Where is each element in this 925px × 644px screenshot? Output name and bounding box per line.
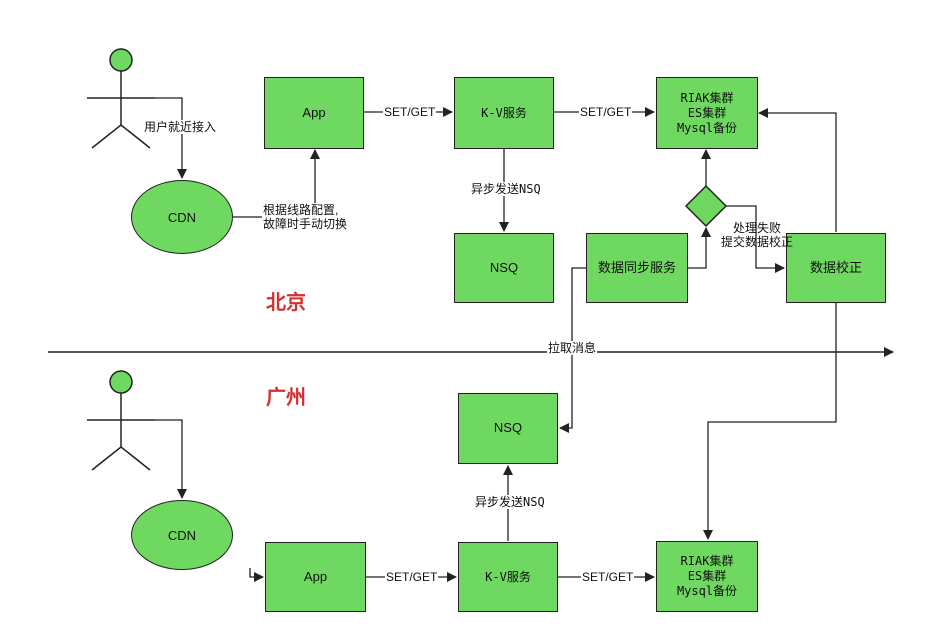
storage-node-beijing: RIAK集群 ES集群 Mysql备份 (656, 77, 758, 149)
label-setget-app-kv-guangzhou: SET/GET (385, 570, 439, 585)
label-pull-message: 拉取消息 (547, 341, 598, 356)
region-label-beijing: 北京 (266, 290, 306, 314)
label-setget-kv-storage-guangzhou: SET/GET (581, 570, 635, 585)
label-fail-correction: 处理失败 提交数据校正 (721, 221, 794, 250)
data-sync-service-node: 数据同步服务 (586, 233, 688, 303)
edge-user-to-cdn-gz (155, 419, 187, 499)
cdn-node-beijing: CDN (131, 180, 233, 254)
label-setget-app-kv-beijing: SET/GET (383, 105, 437, 120)
edge-check-to-storage (758, 108, 837, 232)
app-node-guangzhou: App (265, 542, 366, 612)
data-correction-node: 数据校正 (786, 233, 886, 303)
edge-user-to-cdn-bj (155, 97, 187, 179)
storage-node-guangzhou: RIAK集群 ES集群 Mysql备份 (656, 541, 758, 612)
region-label-guangzhou: 广州 (266, 385, 306, 409)
edge-cdn-to-app-gz (249, 568, 264, 582)
label-user-access-beijing: 用户就近接入 (143, 120, 218, 135)
label-setget-kv-storage-beijing: SET/GET (579, 105, 633, 120)
nsq-node-beijing: NSQ (454, 233, 554, 303)
app-node-beijing: App (264, 77, 364, 149)
user-actor-guangzhou (87, 370, 155, 471)
kv-service-node-beijing: K-V服务 (454, 77, 554, 149)
decision-diamond (684, 184, 728, 228)
edge-diamond-to-check (726, 205, 785, 273)
label-async-nsq-guangzhou: 异步发送NSQ (474, 495, 546, 510)
label-async-nsq-beijing: 异步发送NSQ (470, 182, 542, 197)
edge-check-to-storage-gz (703, 303, 837, 540)
cdn-node-guangzhou: CDN (131, 500, 233, 570)
label-route-config: 根据线路配置, 故障时手动切换 (262, 203, 349, 232)
kv-service-node-guangzhou: K-V服务 (458, 542, 558, 612)
nsq-node-guangzhou: NSQ (458, 393, 558, 464)
edge-sync-to-diamond (688, 227, 711, 269)
user-actor-beijing (87, 48, 155, 149)
